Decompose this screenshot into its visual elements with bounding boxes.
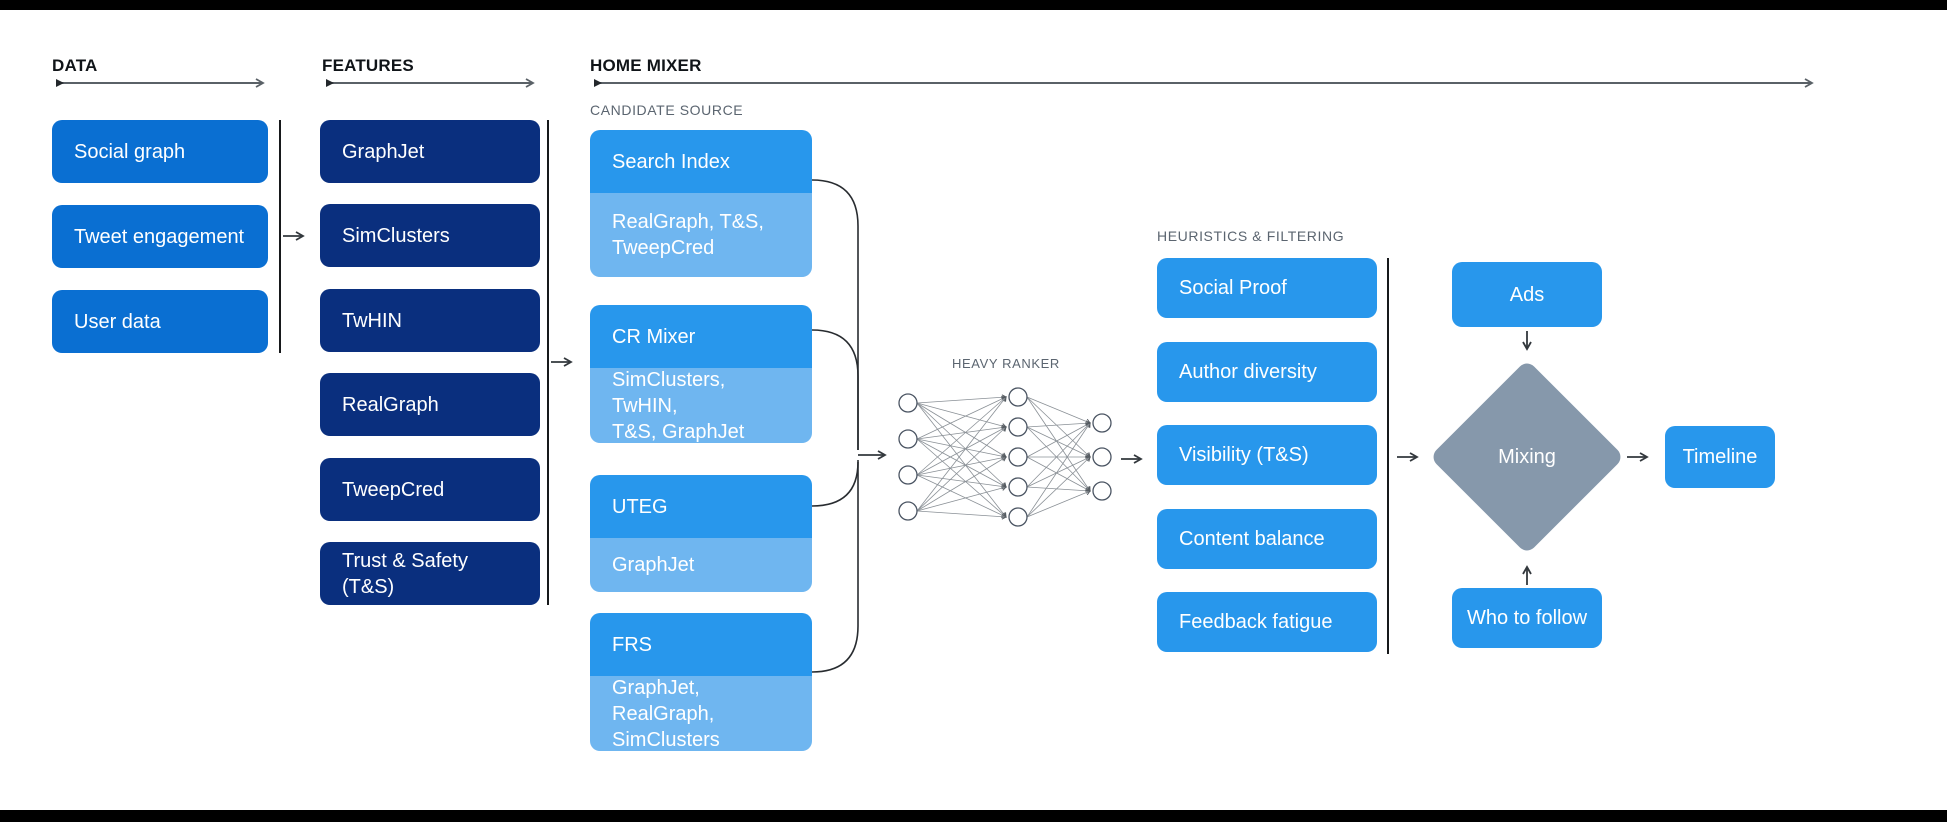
heuristics-box-feedback-fatigue: Feedback fatigue	[1157, 592, 1377, 652]
features-box-twhin: TwHIN	[320, 289, 540, 352]
who-to-follow-box: Who to follow	[1452, 588, 1602, 648]
features-box-tweepcred: TweepCred	[320, 458, 540, 521]
data-section-title: DATA	[52, 56, 98, 75]
heuristics-box-content-balance: Content balance	[1157, 509, 1377, 569]
candidate-box-frs: FRS	[590, 613, 812, 676]
heuristics-box-author-diversity: Author diversity	[1157, 342, 1377, 402]
neural-network	[898, 387, 1112, 527]
ads-box: Ads	[1452, 262, 1602, 327]
candidate-box-cr-mixer: CR Mixer	[590, 305, 812, 368]
data-box-social-graph: Social graph	[52, 120, 268, 183]
features-box-realgraph: RealGraph	[320, 373, 540, 436]
candidate-box-uteg: UTEG	[590, 475, 812, 538]
top-frame-bar	[0, 0, 1947, 10]
candidate-sub-cr-mixer: SimClusters, TwHIN, T&S, GraphJet	[590, 368, 812, 443]
features-box-simclusters: SimClusters	[320, 204, 540, 267]
timeline-box: Timeline	[1665, 426, 1775, 488]
candidate-source-label: CANDIDATE SOURCE	[590, 102, 744, 118]
data-box-tweet-engagement: Tweet engagement	[52, 205, 268, 268]
heuristics-filtering-label: HEURISTICS & FILTERING	[1157, 228, 1345, 244]
features-section-title: FEATURES	[322, 56, 414, 75]
candidate-sub-search-index: RealGraph, T&S, TweepCred	[590, 193, 812, 277]
home-mixer-section-title: HOME MIXER	[590, 56, 702, 75]
heuristics-box-social-proof: Social Proof	[1157, 258, 1377, 318]
data-box-user-data: User data	[52, 290, 268, 353]
heavy-ranker-label: HEAVY RANKER	[952, 356, 1060, 371]
heuristics-box-visibility: Visibility (T&S)	[1157, 425, 1377, 485]
candidate-merge-bracket	[811, 179, 887, 673]
candidate-sub-frs: GraphJet, RealGraph, SimClusters	[590, 676, 812, 751]
mixing-diamond-label: Mixing	[1498, 445, 1556, 468]
candidate-sub-uteg: GraphJet	[590, 538, 812, 592]
candidate-box-search-index: Search Index	[590, 130, 812, 193]
bottom-frame-bar	[0, 810, 1947, 822]
features-box-trust-safety: Trust & Safety (T&S)	[320, 542, 540, 605]
features-box-graphjet: GraphJet	[320, 120, 540, 183]
